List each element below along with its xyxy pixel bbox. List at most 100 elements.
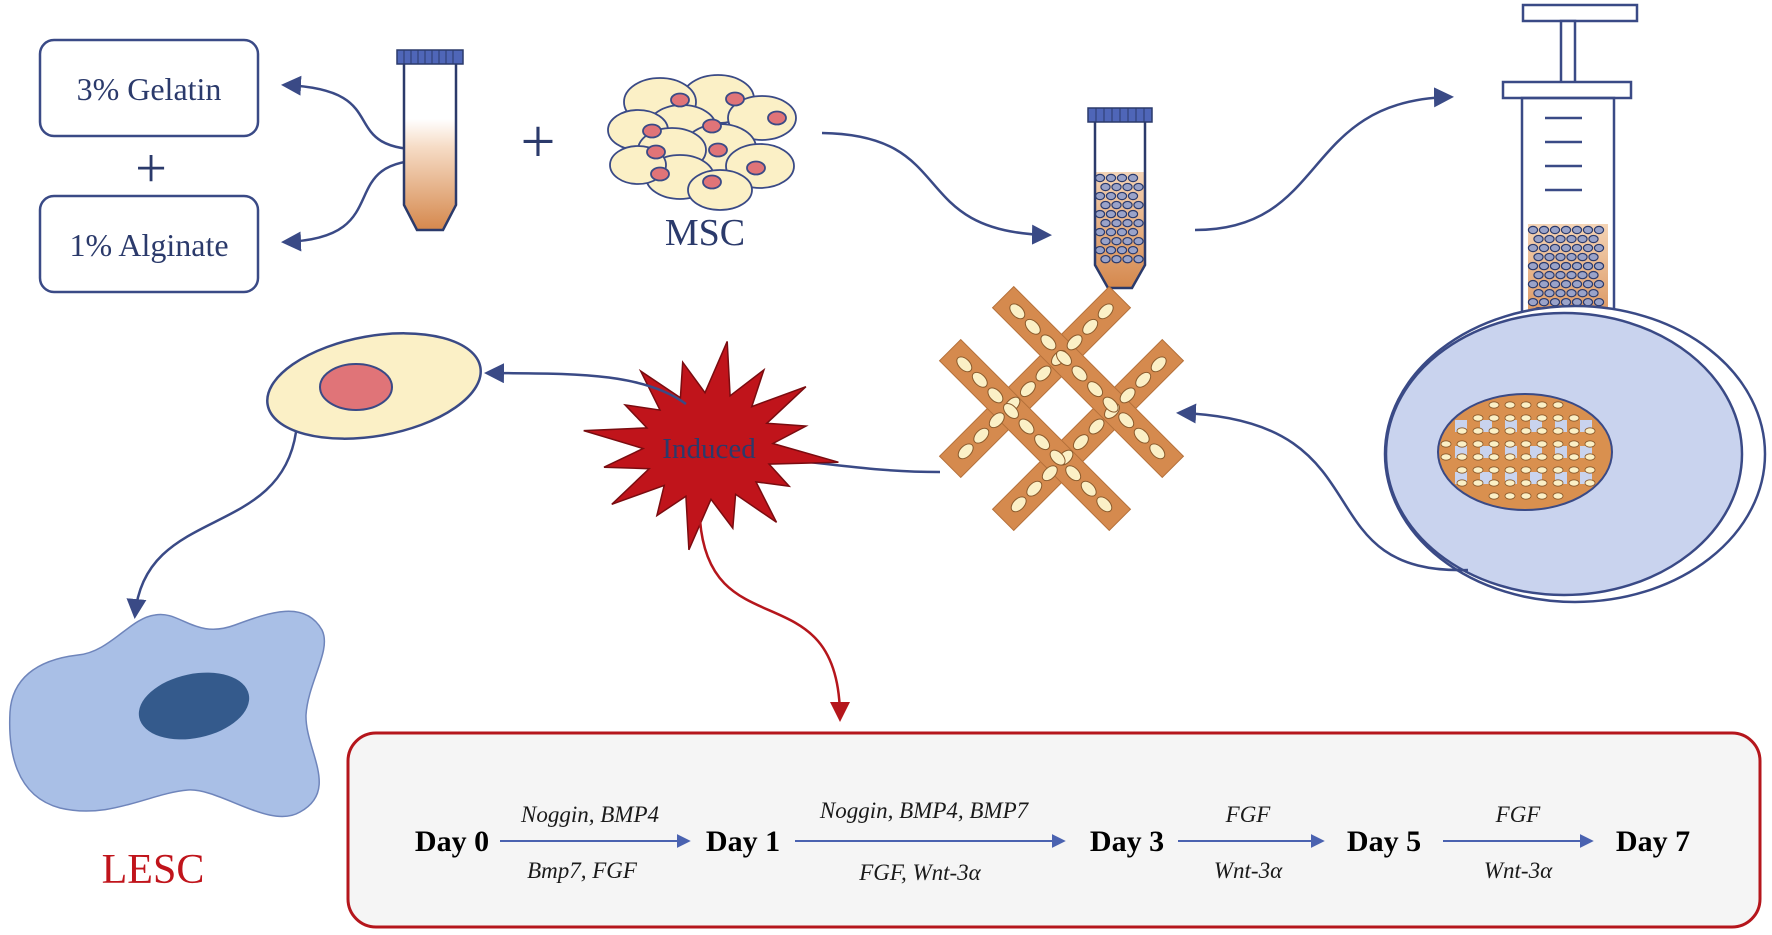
cell-dot: [1544, 270, 1555, 280]
cell-dot: [1577, 252, 1588, 262]
scaffold-cell: [1102, 396, 1119, 413]
arrow-tube-to-syringe: [1194, 87, 1454, 232]
scaffold-cell: [1150, 356, 1167, 373]
cell-dot: [1116, 209, 1128, 219]
scaffold-cell: [988, 412, 1005, 429]
scaffold-cell: [1009, 303, 1026, 320]
arrow-to-gelatin: [281, 75, 429, 152]
cell-dot: [1527, 279, 1539, 289]
cell-dot: [1560, 261, 1572, 271]
cell-dot: [1105, 245, 1117, 255]
cell-dot: [1527, 225, 1539, 235]
dish-cell: [1552, 479, 1564, 487]
dish-cell: [1568, 466, 1580, 474]
cell-dot: [1116, 191, 1128, 201]
scaffold-cell: [1026, 480, 1043, 497]
cell-dot: [1127, 173, 1139, 183]
bioink-test-tube: [1087, 107, 1153, 290]
dish-cell: [1504, 414, 1516, 422]
cell-dot: [1527, 243, 1539, 253]
dish-cell: [1472, 479, 1484, 487]
timeline-day-1: Day 1: [706, 825, 780, 858]
cell-dot: [1544, 288, 1555, 298]
cell-dot: [1094, 245, 1106, 255]
alginate-box: 1% Alginate: [38, 194, 260, 294]
timeline-day-0: Day 0: [415, 825, 489, 858]
dish-cell: [1520, 466, 1532, 474]
dish-cell: [1488, 401, 1500, 409]
scaffold-cell: [1003, 403, 1019, 419]
cell-dot: [1593, 243, 1605, 253]
dish-cell: [1552, 492, 1564, 500]
dish-cell: [1584, 440, 1596, 448]
cell-dot: [1533, 270, 1544, 280]
scaffold-cell: [1035, 365, 1052, 382]
cell-dot: [1577, 288, 1588, 298]
alginate-label: 1% Alginate: [69, 227, 228, 263]
arrow-cell-to-lesc: [126, 431, 298, 619]
cell-dot: [1116, 227, 1128, 237]
scaffold-cell: [957, 443, 974, 460]
dish-cell: [1552, 401, 1564, 409]
dish-cell: [1504, 440, 1516, 448]
cell-dot: [1593, 225, 1605, 235]
cell-dot: [1533, 288, 1544, 298]
dish-cell: [1520, 479, 1532, 487]
dish-cell: [1456, 453, 1468, 461]
scaffold-cell: [1133, 427, 1150, 444]
dish-cell: [1440, 440, 1452, 448]
dish-cell: [1536, 401, 1548, 409]
cell-dot: [1127, 245, 1139, 255]
cell-dot: [1533, 252, 1544, 262]
cell-dot: [1566, 270, 1577, 280]
cell-dot: [1105, 209, 1117, 219]
dish-cell: [1456, 479, 1468, 487]
cell-dot: [1094, 191, 1106, 201]
dish-cell: [1568, 479, 1580, 487]
cell-dot: [1527, 261, 1539, 271]
cell-dot: [1111, 236, 1122, 246]
cell-dot: [1133, 200, 1144, 210]
dish-cell: [1520, 440, 1532, 448]
scaffold-cell: [1071, 365, 1088, 382]
dish-cell: [1472, 453, 1484, 461]
dish-cell: [1440, 453, 1452, 461]
scaffold-cell: [1149, 443, 1166, 460]
dish-cell: [1536, 466, 1548, 474]
scaffold-cell: [1010, 496, 1027, 513]
cell-dot: [1116, 173, 1128, 183]
step-3-factors-above: FGF: [1225, 802, 1272, 827]
scaffold-cell: [1088, 418, 1105, 435]
cell-dot: [1538, 261, 1550, 271]
arrow-dish-to-scaffold: [1176, 403, 1469, 572]
scaffold-cell: [956, 356, 973, 373]
timeline-day-3: Day 3: [1090, 825, 1164, 858]
scaffold-cell: [1082, 318, 1099, 335]
dish-cell: [1504, 466, 1516, 474]
cell-dot: [1560, 243, 1572, 253]
dish-cell: [1504, 401, 1516, 409]
cell-dot: [1538, 279, 1550, 289]
cell-dot: [1560, 279, 1572, 289]
dish-cell: [1472, 414, 1484, 422]
gelatin-label: 3% Gelatin: [77, 71, 222, 107]
induced-starburst: Induced: [583, 341, 839, 551]
cell-dot: [1582, 297, 1594, 307]
cell-dot: [1094, 209, 1106, 219]
dish-cell: [1568, 440, 1580, 448]
dish-cell: [1504, 427, 1516, 435]
cell-dot: [1116, 245, 1128, 255]
cell-dot: [1582, 261, 1594, 271]
step-1-factors-above: Noggin, BMP4: [520, 802, 659, 827]
gelatin-box: 3% Gelatin: [38, 38, 260, 138]
dish-cell: [1488, 414, 1500, 422]
scaffold-cell: [1119, 387, 1136, 404]
cell-dot: [1100, 218, 1111, 228]
cell-dot: [1549, 243, 1561, 253]
cell-dot: [1544, 252, 1555, 262]
lesc-cell: [8, 610, 326, 818]
dish-cell: [1504, 479, 1516, 487]
dish-cell: [1568, 414, 1580, 422]
dish-cell: [1584, 453, 1596, 461]
cell-dot: [1549, 279, 1561, 289]
